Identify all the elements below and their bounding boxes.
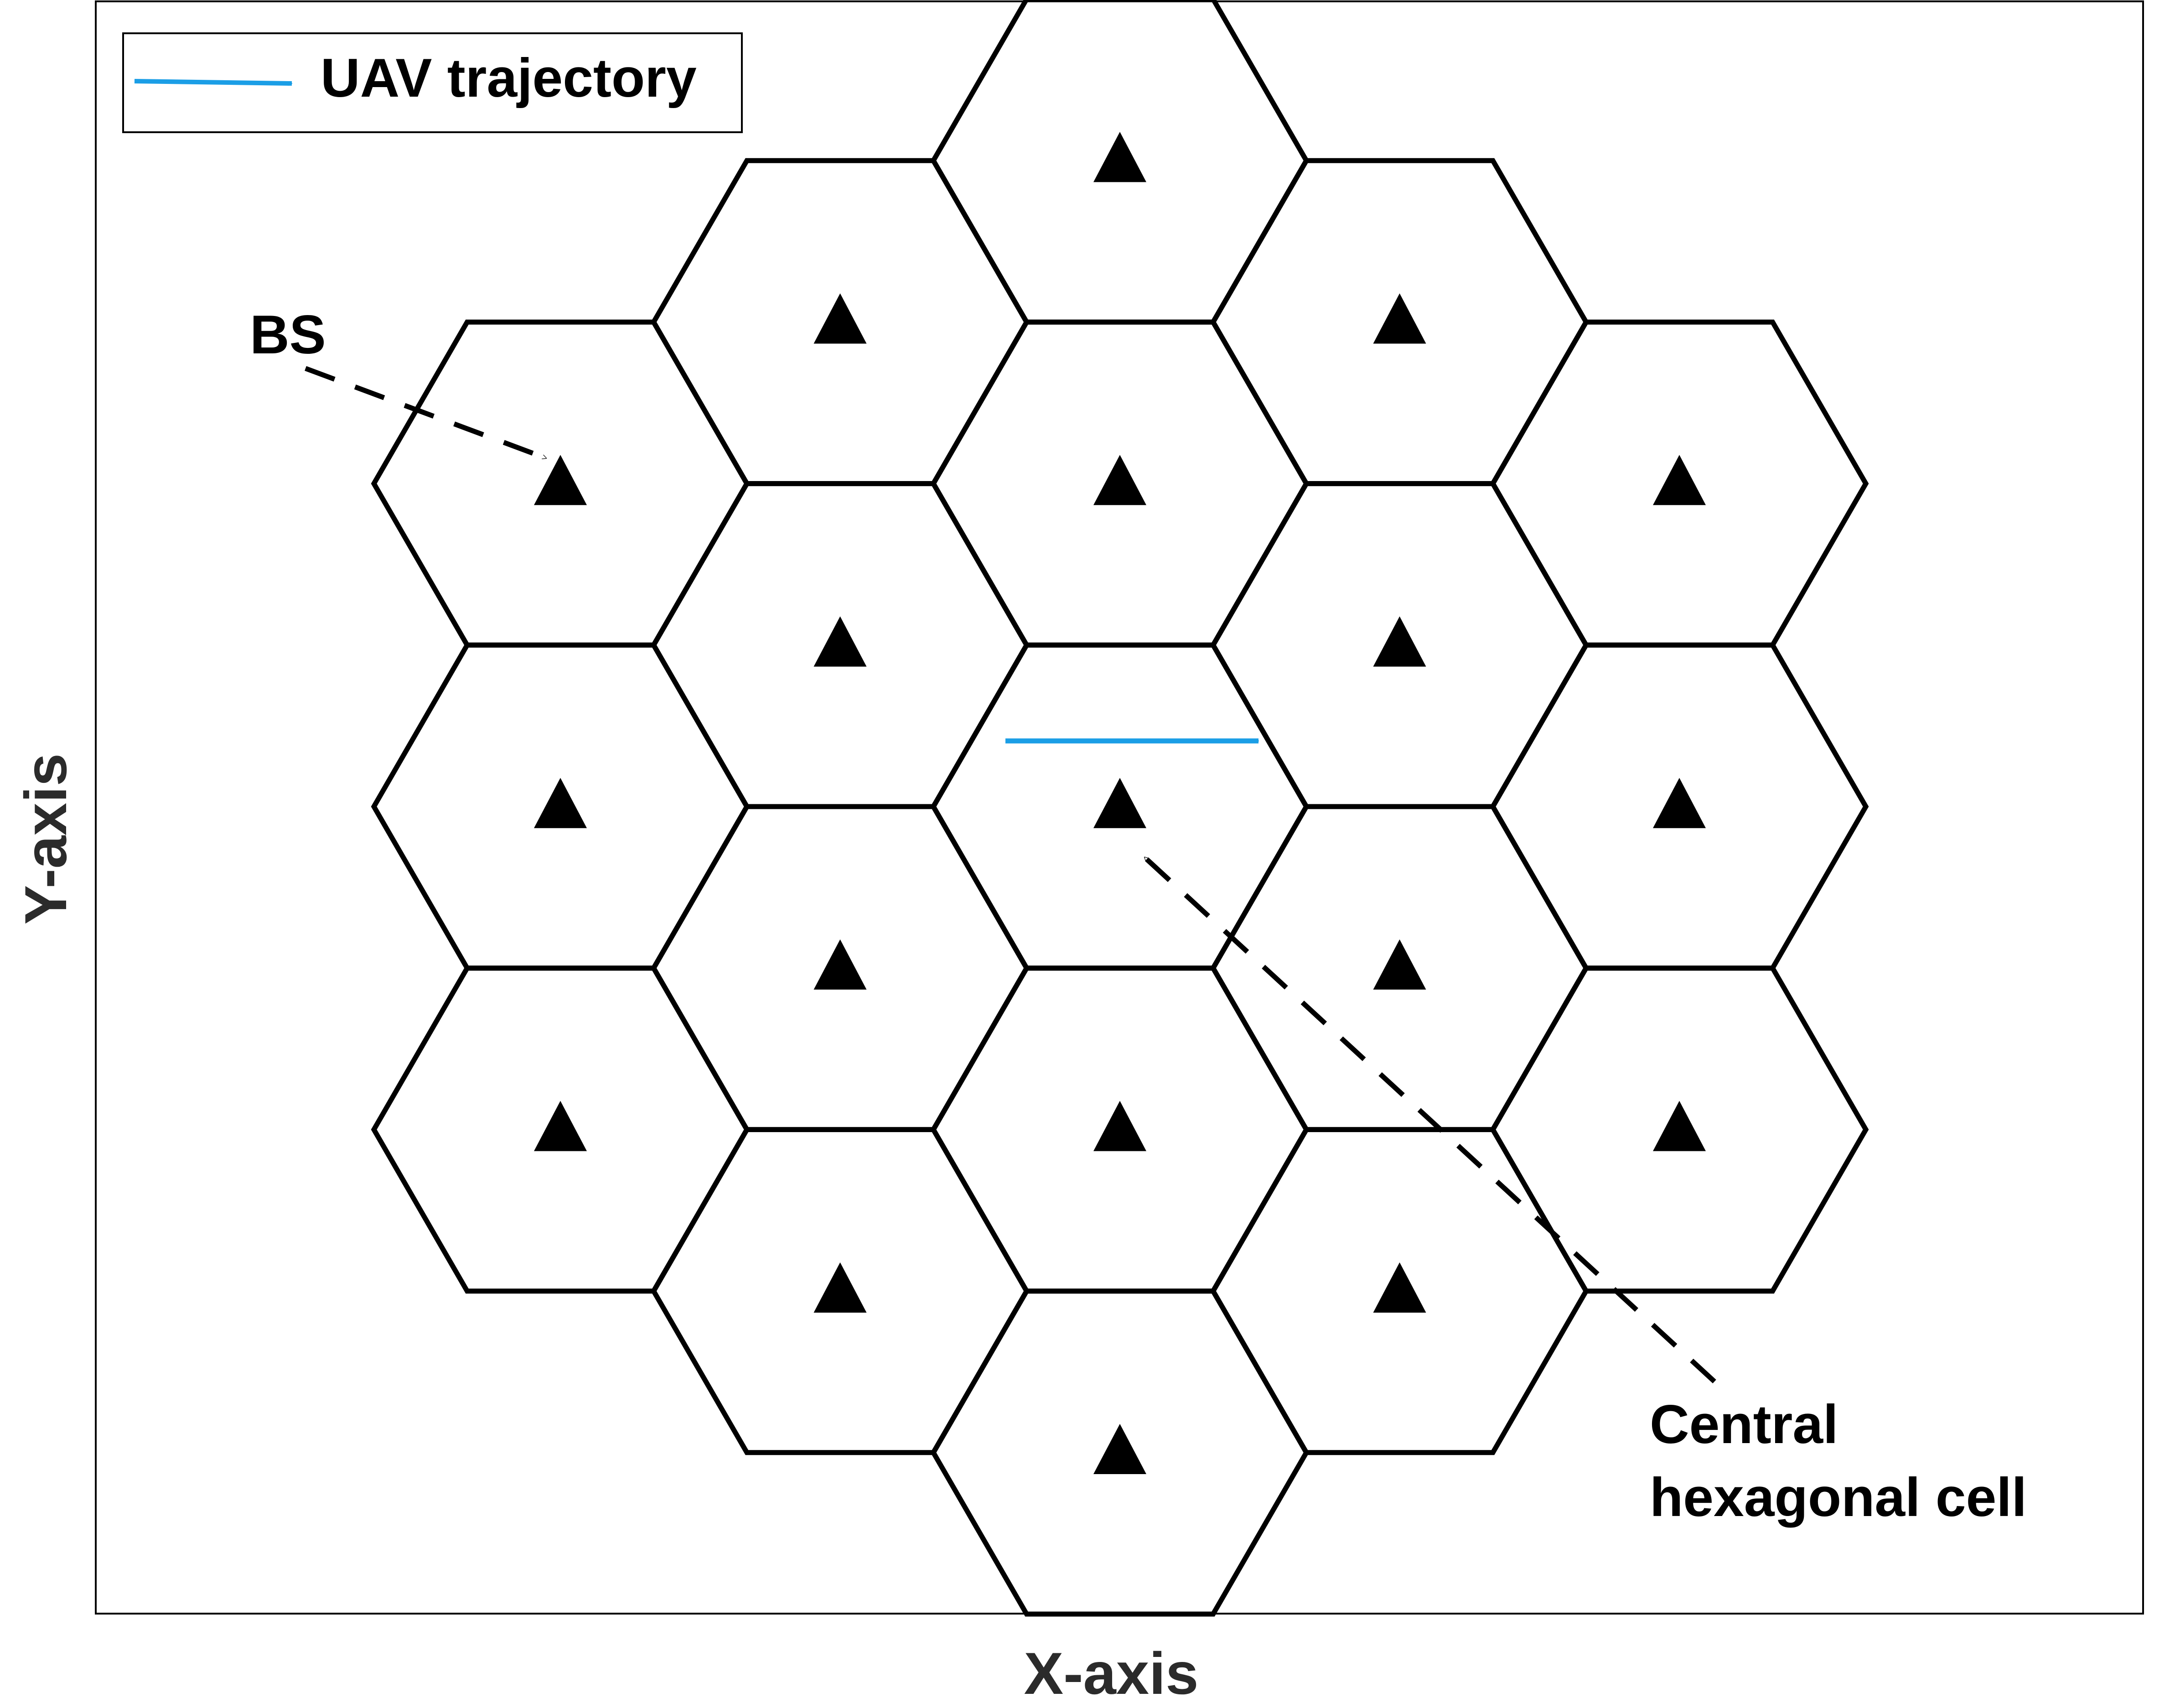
- base-station-icon: [1653, 778, 1706, 828]
- base-station-icon: [813, 939, 867, 990]
- base-station-icon: [1093, 132, 1146, 182]
- base-station-icon: [534, 455, 587, 505]
- base-station-icon: [1093, 455, 1146, 505]
- central-cell-label-line1: Central: [1650, 1394, 1838, 1455]
- central-cell-label-line2: hexagonal cell: [1650, 1467, 2027, 1528]
- legend: UAV trajectory: [122, 32, 743, 133]
- base-station-icon: [1653, 455, 1706, 505]
- base-station-icon: [534, 778, 587, 828]
- x-axis-label: X-axis: [1024, 1640, 1198, 1707]
- base-station-icon: [813, 1262, 867, 1313]
- base-station-icon: [1373, 1262, 1426, 1313]
- base-station-icon: [1373, 293, 1426, 344]
- central-cell-pointer-arrow: [1143, 855, 1716, 1384]
- legend-label: UAV trajectory: [321, 47, 697, 109]
- hexagon-grid: [371, 0, 1869, 1617]
- base-station-icon: [1373, 939, 1426, 990]
- hexagonal-cell: [371, 965, 750, 1294]
- base-station-icon: [1093, 1101, 1146, 1151]
- bs-label: BS: [250, 304, 326, 365]
- bs-pointer-arrow: [305, 366, 546, 461]
- legend-arrow-icon: [134, 79, 292, 83]
- base-station-icon: [534, 1101, 587, 1151]
- base-station-icon: [1373, 616, 1426, 667]
- base-station-icon: [1093, 778, 1146, 828]
- y-axis-label: Y-axis: [12, 753, 79, 925]
- base-station-icon: [813, 293, 867, 344]
- hexagonal-cell: [1490, 965, 1869, 1294]
- base-station-icon: [813, 616, 867, 667]
- base-station-icon: [1093, 1423, 1146, 1475]
- base-station-icon: [1653, 1101, 1706, 1151]
